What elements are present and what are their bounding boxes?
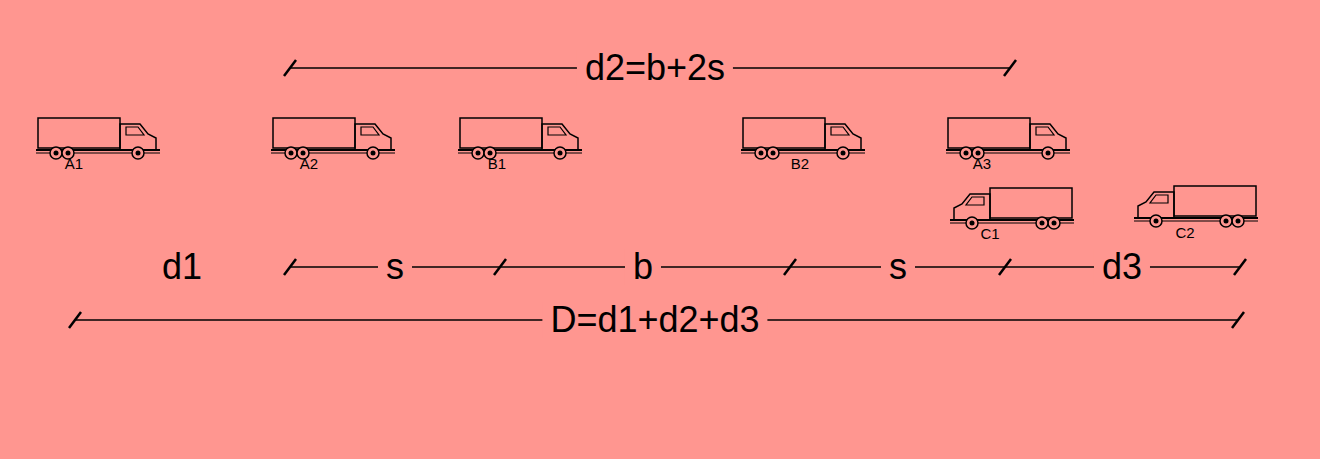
truck-label: A3 (973, 156, 991, 171)
dimension-label: b (625, 249, 661, 285)
dimension-label: d2=b+2s (577, 50, 733, 86)
dimension-label: d3 (1094, 249, 1150, 285)
dimension-label: D=d1+d2+d3 (542, 302, 767, 338)
dimension-lines (69, 60, 1246, 328)
dimension-label: d1 (162, 249, 202, 285)
dimension-label: s (881, 249, 915, 285)
truck-label: B2 (791, 156, 809, 171)
truck-label: C1 (980, 226, 999, 241)
truck-label: A2 (300, 156, 318, 171)
truck-label: B1 (488, 156, 506, 171)
truck-label: C2 (1175, 225, 1194, 240)
dimension-label: s (378, 249, 412, 285)
truck-row-a (36, 118, 1070, 159)
truck-row-c (950, 186, 1258, 229)
truck-label: A1 (65, 156, 83, 171)
